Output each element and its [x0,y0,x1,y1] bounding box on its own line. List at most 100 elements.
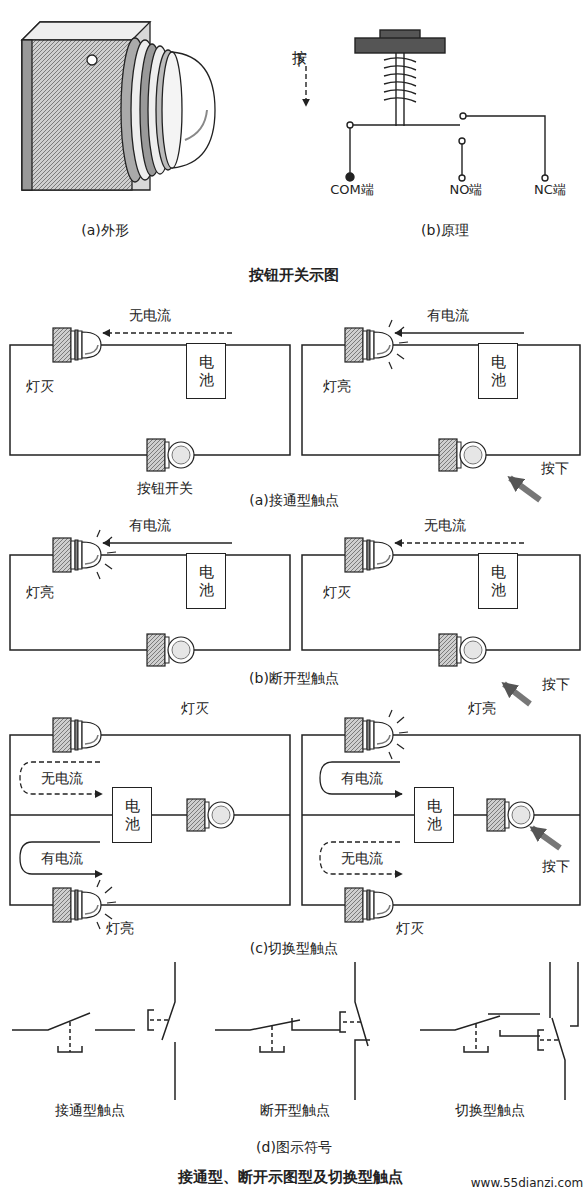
push-button [439,439,486,471]
pilot-lamp [53,888,101,922]
switch-principle [346,173,354,181]
text-label: 灯灭 [396,920,424,937]
contact-symbol [271,1026,273,1052]
switch-principle [347,122,353,128]
switch-external-view [22,22,215,190]
text-label: 按下 [542,858,570,875]
switch-principle [466,116,545,175]
switch-external-view [22,40,132,190]
switch-external-view [87,55,97,65]
contact-symbol [488,1013,540,1015]
circuit-wire [10,735,290,905]
switch-principle [349,128,350,175]
text-label: 灯灭 [323,584,351,601]
switch-principle [353,124,460,125]
switch-principle [542,175,548,181]
pilot-lamp [97,530,116,579]
contact-symbol [260,1046,284,1052]
contact-symbol [340,1012,346,1032]
text-label: 有电流 [341,770,383,787]
current-arrow [320,842,402,874]
press-arrow [510,478,540,500]
contact-symbol [292,1018,340,1030]
text-label: (b)原理 [421,222,469,239]
text-label: 有电流 [129,517,171,534]
text-label: 切换型触点 [455,1102,525,1119]
press-arrow [532,828,560,848]
figure-caption: 接通型、断开示图型及切换型触点 [178,1168,403,1186]
battery-label: 电池 [425,797,443,833]
text-label: 灯亮 [26,584,54,601]
switch-principle [384,58,416,102]
push-button [147,634,194,666]
text-label: 按下 [542,676,570,693]
text-label: (a)接通型触点 [249,492,339,509]
contact-symbol [570,962,578,1026]
text-label: 有电流 [41,850,83,867]
text-label: 断开型触点 [260,1102,330,1119]
text-label: 灯灭 [26,378,54,395]
battery-label: 电池 [489,563,507,599]
push-button [187,799,234,831]
push-button [147,439,534,831]
pilot-lamp [53,538,101,572]
current-arrow [103,542,232,543]
contact-symbol [500,1030,540,1036]
switch-principle [459,138,465,144]
switch-external-view [162,52,182,168]
text-label: 按钮开关 [137,480,193,497]
contact-symbol [340,1021,361,1023]
push-button [147,439,194,471]
battery-box: 电池 [414,787,454,843]
text-label: 有电流 [427,307,469,324]
pilot-lamp [53,320,408,929]
circuit-wire [10,345,580,905]
pilot-lamp [345,718,393,752]
watermark: www.55dianzi.com [471,1176,583,1190]
switch-principle [459,175,465,181]
contact-symbol [162,962,175,1040]
contact-symbol [95,1029,135,1031]
contact-symbol [355,962,368,1046]
text-label: 灯亮 [323,378,351,395]
text-label: 灯亮 [106,920,134,937]
contact-symbol [174,1042,176,1100]
text-label: NC端 [534,182,566,198]
press-arrow [504,478,560,848]
contact-symbol [69,1022,71,1052]
switch-principle [460,113,466,119]
text-label: 无电流 [424,517,466,534]
switch-external-view [185,110,207,140]
push-button [439,634,486,666]
current-arrow [20,762,102,794]
switch-principle [305,66,306,106]
text-label: 灯亮 [468,700,496,717]
current-arrow [103,332,232,333]
pilot-lamp [345,328,393,362]
pilot-lamp [389,320,408,369]
current-arrow [320,762,402,794]
contact-symbol [12,1013,90,1030]
switch-principle [461,144,462,175]
battery-box: 电池 [186,553,226,609]
pilot-lamp [345,538,393,572]
switch-external-view [22,22,150,40]
text-label: 按下 [541,460,569,477]
contact-symbol [148,1010,154,1030]
contact-symbol [475,1024,477,1052]
pilot-lamp [53,328,101,362]
battery-box: 电池 [186,343,226,399]
contact-symbol [420,1016,500,1030]
battery-box: 电池 [478,553,518,609]
circuit-wire [302,735,580,905]
pilot-lamp [389,710,408,759]
battery-box: 电池 [478,343,518,399]
contact-symbol [538,1039,558,1041]
switch-external-view [22,40,32,190]
text-label: NO端 [450,182,483,198]
current-arrow [395,542,524,543]
current-arrow [20,333,524,874]
battery-label: 电池 [489,353,507,389]
press-arrow [504,684,530,704]
